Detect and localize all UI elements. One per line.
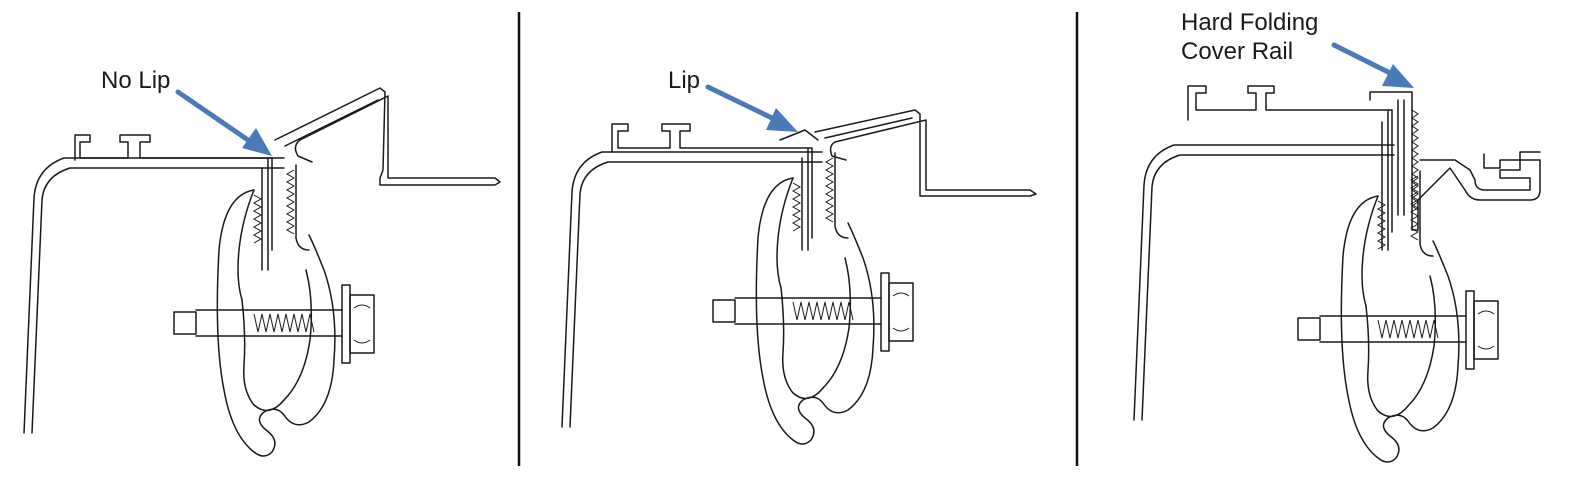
label-hard-folding-cover-rail-line-1: Hard Folding [1181,9,1318,36]
panel-hard-folding-cover-rail: Hard Folding Cover Rail [1133,9,1541,463]
label-lip: Lip [668,67,700,94]
label-hard-folding-cover-rail-line-2: Cover Rail [1181,38,1293,65]
hard-folding-cover-rail [1369,91,1541,231]
bed-rail-cap [74,134,273,161]
cover-rail [814,109,1037,197]
arrow-lip [705,84,775,121]
panel-no-lip: No Lip [23,67,501,457]
arrow-no-lip [175,89,251,143]
bed-rail-cap [1187,85,1393,121]
bed-rail-cap [611,123,813,153]
cover-rail [274,87,501,186]
arrow-hard-folding-cover-rail [1331,42,1395,77]
label-no-lip: No Lip [101,67,170,94]
panel-lip: Lip [561,67,1037,445]
